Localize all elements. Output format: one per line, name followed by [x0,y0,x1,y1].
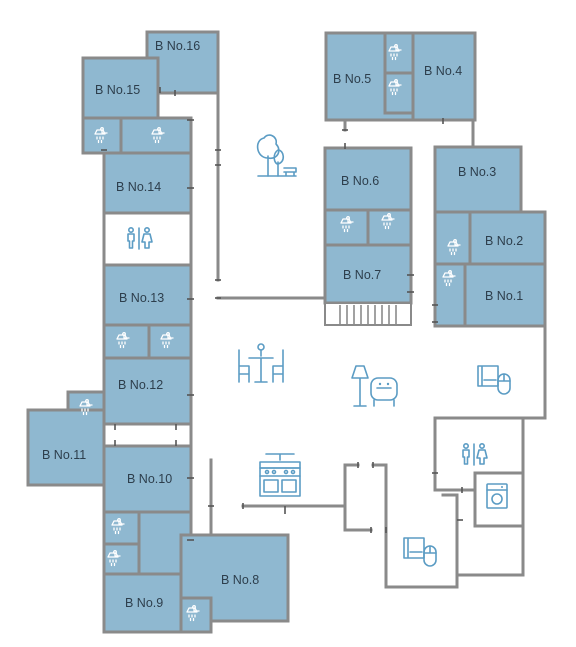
center-wing [323,146,413,326]
book-mouse-icon [403,537,437,567]
label-b2: B No.2 [485,234,523,248]
stove-icon [259,453,301,497]
book-mouse-icon [477,365,511,395]
label-b1: B No.1 [485,289,523,303]
upper-right-wing [324,31,477,122]
room-b4[interactable] [411,31,477,122]
room-b7[interactable] [323,243,413,305]
bath-b10 [102,510,141,546]
room-b8[interactable] [179,533,290,623]
stair-treads [339,305,397,324]
room-labels: B No.16 B No.15 B No.14 B No.13 B No.12 … [42,39,523,610]
tree-bench-icon [256,134,297,177]
label-b9: B No.9 [125,596,163,610]
label-b5: B No.5 [333,72,371,86]
bath-b5a [383,31,415,75]
bath-b15b [119,116,193,155]
bath-b8 [179,596,213,634]
bath-b6 [323,208,370,247]
door-ticks [101,87,463,541]
label-b15: B No.15 [95,83,140,97]
label-b16: B No.16 [155,39,200,53]
label-b12: B No.12 [118,378,163,392]
armchair-lamp-icon [351,365,398,407]
walls [189,91,547,589]
restroom-left [102,211,193,267]
room-b6[interactable] [323,146,413,212]
label-b11: B No.11 [42,448,86,462]
label-b6: B No.6 [341,174,379,188]
washing-machine-icon [486,483,508,509]
right-wing [433,145,547,328]
label-b4: B No.4 [424,64,462,78]
label-b7: B No.7 [343,268,381,282]
bath-b13a [102,323,151,360]
bath-b15a [81,116,123,155]
bath-b13b [147,323,193,360]
room-b11[interactable] [26,408,106,487]
bath-b5b [383,71,415,115]
label-b13: B No.13 [119,291,164,305]
room-b9[interactable] [102,572,183,634]
bath-b2 [433,210,472,266]
label-b3: B No.3 [458,165,496,179]
restroom-icon [462,442,488,466]
room-b13[interactable] [102,263,193,327]
bath-b9 [102,542,141,576]
room-b3[interactable] [433,145,523,214]
dining-table-icon [238,343,284,383]
label-b14: B No.14 [116,180,161,194]
label-b8: B No.8 [221,573,259,587]
left-wing [26,30,290,634]
room-b12[interactable] [102,356,193,426]
label-b10: B No.10 [127,472,172,486]
room-b10[interactable] [102,444,193,514]
room-b1[interactable] [463,262,547,328]
bath-b7 [366,208,413,247]
